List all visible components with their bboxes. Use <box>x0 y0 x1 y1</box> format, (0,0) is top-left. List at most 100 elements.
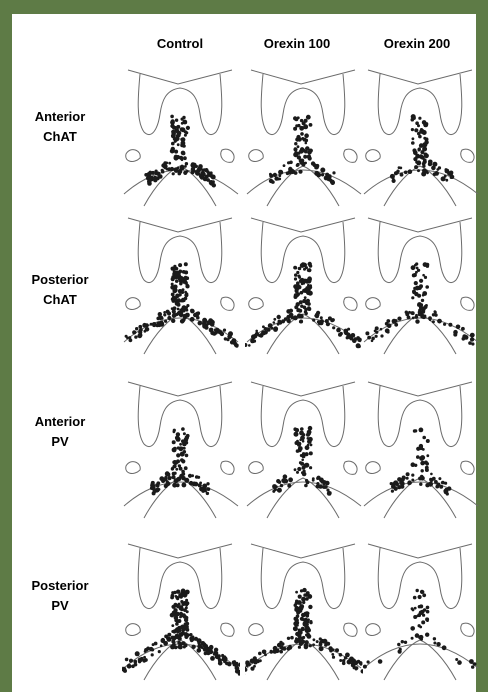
cell-marker <box>269 174 273 178</box>
cell-marker <box>300 305 303 308</box>
cell-marker <box>430 473 433 476</box>
cell-marker <box>308 291 313 296</box>
cell-marker <box>159 317 162 320</box>
panel-posterior-chat-orexin-200 <box>362 214 480 356</box>
commissure-left-outline <box>126 150 140 162</box>
cell-marker <box>297 467 301 471</box>
cell-marker <box>279 641 282 644</box>
cell-marker <box>412 137 415 140</box>
cell-marker <box>217 654 220 657</box>
cell-marker <box>294 127 297 130</box>
cell-marker <box>419 444 423 448</box>
commissure-left-outline <box>249 462 263 474</box>
cell-marker <box>184 644 188 648</box>
cell-marker <box>294 468 297 471</box>
cell-marker <box>429 478 432 481</box>
cell-marker <box>158 488 161 491</box>
row-label-line1: Anterior <box>20 412 100 432</box>
cell-marker <box>282 647 286 651</box>
cell-marker <box>145 323 149 327</box>
cell-marker <box>277 488 282 493</box>
cell-marker <box>422 294 425 297</box>
cell-marker <box>425 285 429 289</box>
cell-marker <box>414 128 418 132</box>
cell-marker <box>318 322 321 325</box>
cell-marker <box>184 466 188 470</box>
cell-marker <box>184 632 188 636</box>
cell-marker <box>401 640 404 643</box>
cell-marker <box>291 316 294 319</box>
cell-marker <box>347 660 352 665</box>
cell-marker <box>175 595 178 598</box>
cell-marker <box>305 479 308 482</box>
cell-marker <box>217 330 221 334</box>
commissure-right-outline <box>461 149 474 162</box>
cell-marker <box>197 476 200 479</box>
cell-marker <box>367 660 370 663</box>
cell-marker <box>167 167 171 171</box>
cell-marker <box>434 311 437 314</box>
commissure-right-outline <box>344 149 357 162</box>
cell-marker <box>332 171 335 174</box>
cell-marker <box>290 636 294 640</box>
cell-marker <box>446 492 449 495</box>
cell-marker <box>208 647 213 652</box>
cell-marker <box>188 474 192 478</box>
cell-marker <box>197 640 200 643</box>
cell-marker <box>173 265 176 268</box>
cell-marker <box>206 482 209 485</box>
cell-marker <box>299 439 302 442</box>
cell-marker <box>321 173 324 176</box>
cell-marker <box>173 430 176 433</box>
row-label-anterior-pv: Anterior PV <box>20 412 100 452</box>
cell-marker <box>411 607 414 610</box>
cell-marker <box>414 165 418 169</box>
cell-marker <box>273 173 277 177</box>
commissure-left-outline <box>366 298 380 310</box>
cell-marker <box>450 175 454 179</box>
cell-marker <box>297 275 300 278</box>
cell-marker <box>294 273 297 276</box>
panel-posterior-pv-orexin-200 <box>362 540 480 682</box>
cell-marker <box>415 315 419 319</box>
cell-marker <box>197 648 202 653</box>
cell-marker <box>224 337 227 340</box>
cell-marker <box>235 669 239 673</box>
cell-marker <box>302 263 307 268</box>
cell-marker <box>158 650 161 653</box>
cell-marker <box>202 321 206 325</box>
cell-marker <box>177 298 182 303</box>
cell-marker <box>176 597 179 600</box>
cell-marker <box>195 312 200 317</box>
cell-marker <box>175 280 178 283</box>
cell-marker <box>174 472 177 475</box>
cell-marker <box>416 319 419 322</box>
frame-top-border <box>0 0 488 14</box>
cell-marker <box>223 657 228 662</box>
cell-marker <box>411 128 414 131</box>
cell-marker <box>358 345 361 348</box>
panel-anterior-chat-orexin-200 <box>362 66 480 208</box>
cell-marker <box>281 478 286 483</box>
cell-marker <box>294 296 297 299</box>
cell-marker <box>245 668 247 672</box>
cell-marker <box>235 344 239 348</box>
cell-marker <box>170 124 174 128</box>
cell-marker <box>294 623 298 627</box>
cell-marker <box>326 489 329 492</box>
cell-marker <box>166 473 170 477</box>
cell-marker <box>418 595 422 599</box>
row-label-posterior-pv: Posterior PV <box>20 576 100 616</box>
cell-marker <box>172 172 175 175</box>
cell-marker <box>399 167 402 170</box>
cell-marker <box>212 180 215 183</box>
cell-marker <box>178 636 181 639</box>
cell-marker <box>248 344 251 347</box>
cell-marker <box>415 262 418 265</box>
cell-marker <box>408 311 411 314</box>
cell-marker <box>270 180 273 183</box>
cell-marker <box>172 440 176 444</box>
cell-marker <box>309 466 312 469</box>
cell-marker <box>411 637 414 640</box>
cell-marker <box>347 328 350 331</box>
